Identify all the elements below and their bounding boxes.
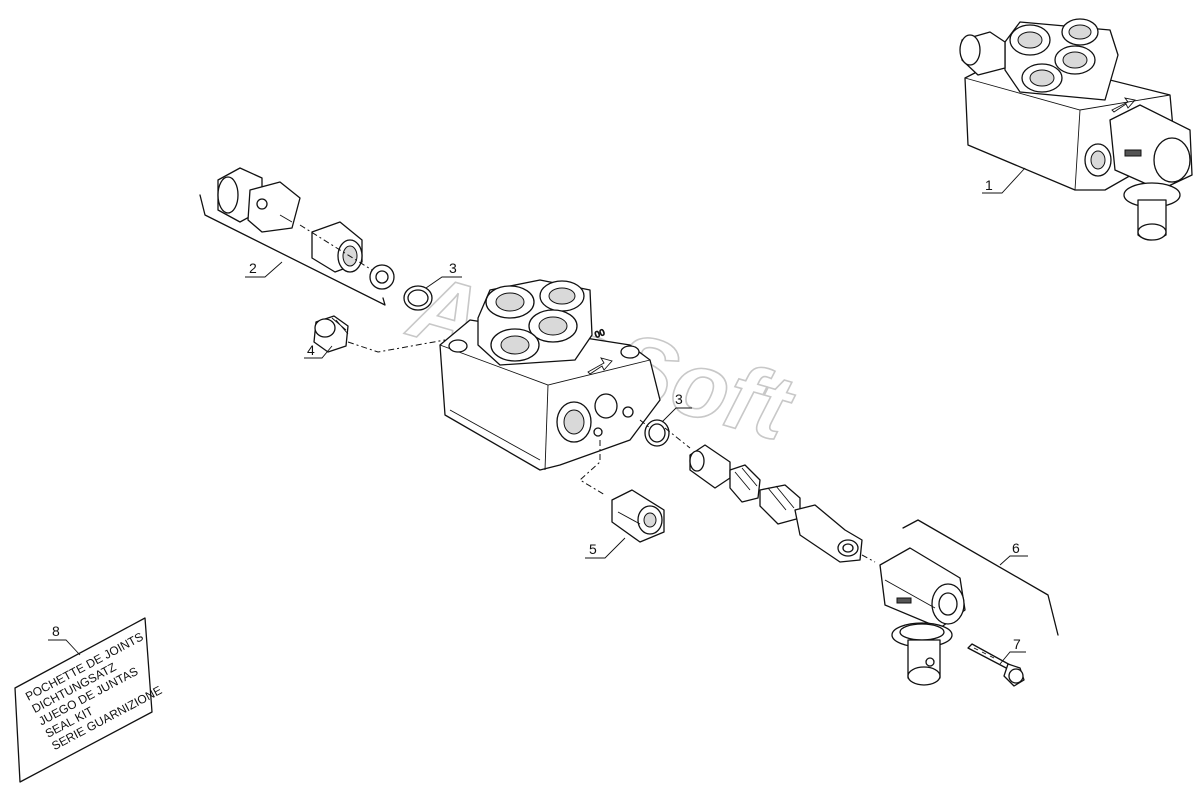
o-ring-part-3a <box>403 285 433 311</box>
actuator-cap-part-6 <box>879 519 1059 686</box>
callout-number-3a: 3 <box>449 260 457 276</box>
valve-spool <box>664 427 876 563</box>
callout-number-6: 6 <box>1012 540 1020 556</box>
callout-6: 6 <box>999 540 1028 566</box>
valve-assembly-part-1 <box>959 18 1193 241</box>
callout-7: 7 <box>999 636 1026 665</box>
svg-text:00: 00 <box>593 327 606 340</box>
callout-8: 8 <box>48 623 81 656</box>
callout-number-3b: 3 <box>675 391 683 407</box>
callout-number-1: 1 <box>985 177 993 193</box>
main-valve-body: 00 <box>439 279 661 471</box>
callout-3b: 3 <box>661 391 692 423</box>
plug-part-4 <box>313 315 446 353</box>
callout-3a: 3 <box>425 260 462 289</box>
plug-part-5 <box>579 440 665 543</box>
callout-number-7: 7 <box>1013 636 1021 652</box>
callout-number-2: 2 <box>249 260 257 276</box>
cap-and-spring-part-2 <box>199 167 395 306</box>
callout-4: 4 <box>304 342 333 359</box>
callout-number-8: 8 <box>52 623 60 639</box>
callout-5: 5 <box>585 537 626 559</box>
callout-number-5: 5 <box>589 541 597 557</box>
seal-kit-part-8: POCHETTE DE JOINTS DICHTUNGSATZ JUEGO DE… <box>14 617 164 783</box>
o-ring-part-3b <box>644 419 670 447</box>
callout-number-4: 4 <box>307 342 315 358</box>
callout-1: 1 <box>982 167 1026 194</box>
callout-2: 2 <box>245 260 283 278</box>
